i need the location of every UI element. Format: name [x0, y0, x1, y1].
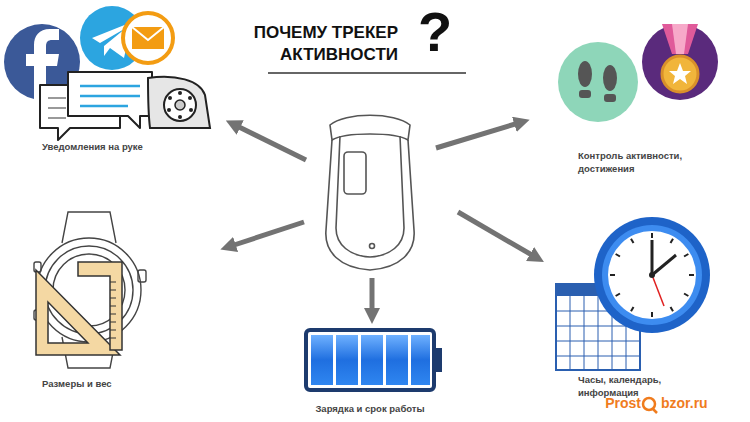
watermark: bzor.ru	[661, 395, 708, 411]
caption: Уведомления на руке	[42, 141, 202, 154]
question-mark: ?	[418, 4, 452, 60]
title: ПОЧЕМУ ТРЕКЕР АКТИВНОСТИ	[208, 22, 398, 66]
caption: Размеры и вес	[42, 378, 162, 391]
caption: Зарядка и срок работы	[290, 403, 450, 416]
caption: Контроль активности, достижения	[578, 150, 698, 176]
watermark: Prost	[605, 395, 641, 411]
